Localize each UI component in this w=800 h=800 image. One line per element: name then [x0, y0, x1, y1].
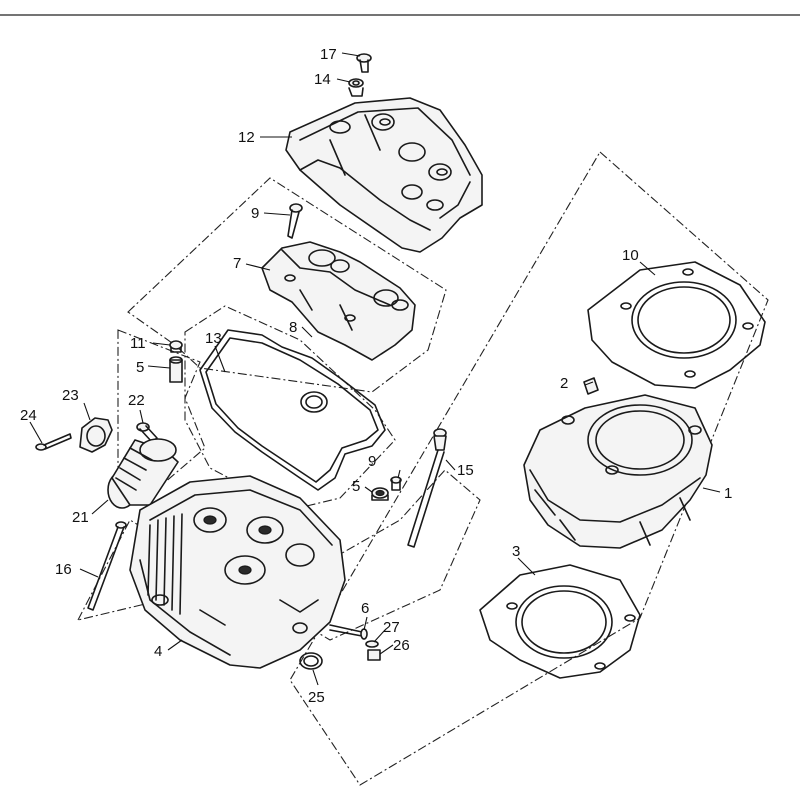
- hose-clamp: [79, 417, 113, 453]
- dowel-pin-cylinder: [583, 377, 599, 395]
- callout-22: 22: [128, 392, 145, 409]
- cylinder-head-gasket: [587, 261, 766, 389]
- callout-1: 1: [724, 485, 732, 502]
- cylinder-stud-bolt: [407, 428, 447, 548]
- callout-8: 8: [289, 319, 297, 336]
- stud-bolt-left: [87, 521, 127, 611]
- callout-26: 26: [393, 637, 410, 654]
- callout-6: 6: [361, 600, 369, 617]
- cylinder-head: [129, 475, 346, 669]
- valve-cover-gasket: [199, 329, 386, 491]
- dowel-pin-right: [371, 487, 389, 501]
- callout-23: 23: [62, 387, 79, 404]
- plug: [367, 649, 381, 661]
- callout-3: 3: [512, 543, 520, 560]
- cylinder-block: [523, 394, 713, 549]
- cover-bolt-washer: [348, 78, 364, 97]
- camshaft-holder: [261, 241, 416, 361]
- camshaft-holder-bolt: [287, 203, 303, 239]
- callout-12: 10: [622, 247, 639, 264]
- callout-16: 15: [457, 462, 474, 479]
- leader-lines: [29, 52, 721, 686]
- oil-jet: [169, 340, 183, 353]
- o-ring: [299, 652, 323, 670]
- callout-17: 16: [55, 561, 72, 578]
- callout-21: 21: [72, 509, 89, 526]
- callout-18: 17: [320, 46, 337, 63]
- callout-5-left: 5: [136, 359, 144, 376]
- callout-24: 24: [20, 407, 37, 424]
- cover-bolt: [356, 53, 372, 73]
- callout-2: 2: [560, 375, 568, 392]
- callout-10: 9: [368, 453, 376, 470]
- callout-7: 7: [233, 255, 241, 272]
- callout-5-right: 5: [352, 478, 360, 495]
- callout-27: 27: [383, 619, 400, 636]
- intake-pipe: [107, 438, 179, 509]
- callout-25: 25: [308, 689, 325, 706]
- callout-labels: 17 14 12 9 7 8 13 11 5 22 23 24 21 16 4 …: [20, 46, 732, 706]
- callout-15: 14: [314, 71, 331, 88]
- clamp-screw: [35, 433, 72, 451]
- group-outline-cover-gasket: [184, 305, 396, 511]
- dowel-pin-left: [169, 356, 183, 383]
- callout-11: 11: [130, 335, 146, 352]
- callout-9: 9: [251, 205, 259, 222]
- valve-cover: [285, 97, 483, 253]
- callout-14: 13: [205, 330, 222, 347]
- plug-washer: [365, 640, 379, 648]
- oil-jet-right: [390, 476, 402, 491]
- callout-4: 4: [154, 643, 162, 660]
- callout-13: 12: [238, 129, 255, 146]
- cylinder-base-gasket: [479, 564, 641, 679]
